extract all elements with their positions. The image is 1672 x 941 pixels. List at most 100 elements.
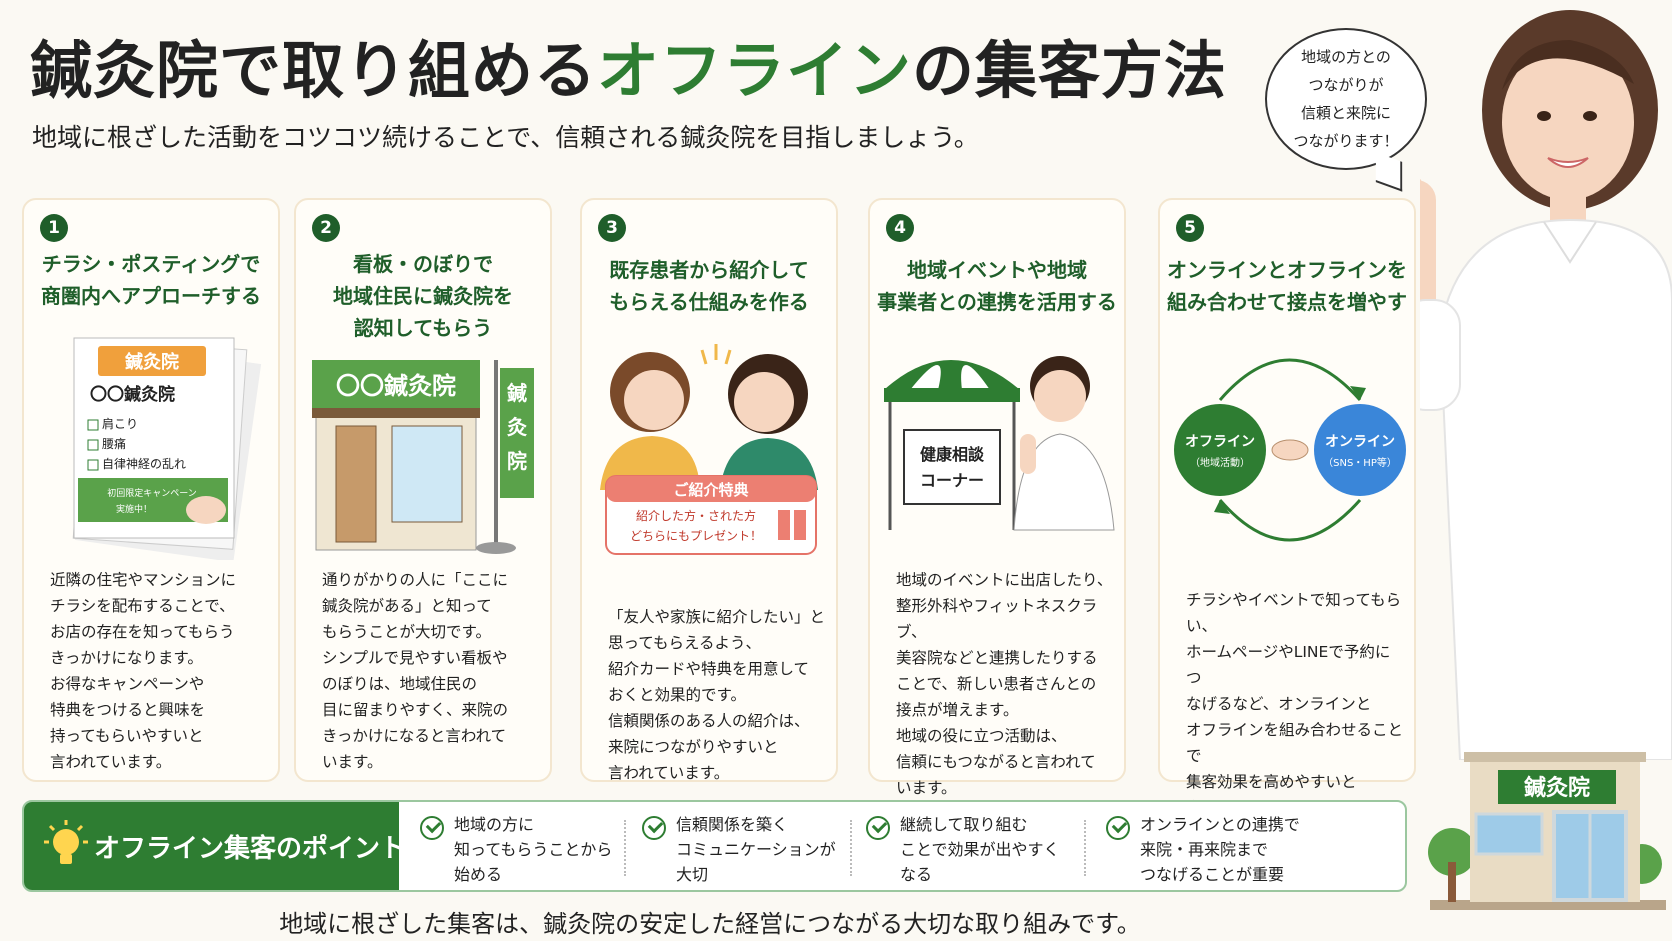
bubble-line: つながります！: [1293, 132, 1399, 150]
booth-sign: 健康相談: [920, 445, 985, 464]
divider: [1084, 820, 1086, 876]
card-body-line: 紹介カードや特典を用意して: [608, 660, 810, 678]
card-title: 看板・のぼりで地域住民に鍼灸院を認知してもらう: [302, 248, 544, 344]
card-body-line: 信頼関係のある人の紹介は、: [608, 712, 810, 730]
card-title-line: 地域イベントや地域: [907, 258, 1087, 282]
title-highlight: オフライン: [597, 34, 913, 107]
referral-illustration: ご紹介特典 紹介した方・された方 どちらにもプレゼント！: [600, 344, 818, 555]
card-title-line: 組み合わせて接点を増やす: [1167, 290, 1407, 314]
card-body: 通りがかりの人に「ここに鍼灸院がある」と知ってもらうことが大切です。シンプルで見…: [322, 567, 540, 775]
card-body-line: チラシを配布することで、: [50, 597, 235, 615]
card-body-line: 通りがかりの人に「ここに: [322, 571, 509, 589]
card-title-line: 既存患者から紹介して: [609, 258, 809, 282]
points-bar: オフライン集客のポイント 地域の方に 知ってもらうことから 始める 信頼関係を築…: [22, 800, 1407, 892]
card-title: 既存患者から紹介してもらえる仕組みを作る: [588, 254, 830, 318]
point-line: 継続して取り組む: [900, 815, 1028, 834]
flyer-check: 肩こり: [102, 416, 138, 431]
card-body-line: チラシやイベントで知ってもらい、: [1186, 591, 1402, 635]
card-title-line: もらえる仕組みを作る: [609, 290, 809, 314]
card-body-line: 集客効果を高めやすいと: [1186, 773, 1357, 791]
card-body-line: きっかけになります。: [50, 649, 203, 667]
card-body-line: 接点が増えます。: [896, 701, 1019, 719]
card-title-line: 地域住民に鍼灸院を: [333, 284, 513, 308]
point-line: 始める: [454, 865, 503, 884]
card-body-line: 「友人や家族に紹介したい」と: [608, 608, 826, 626]
step-number-badge: 5: [1176, 214, 1204, 242]
card-body-line: シンプルで見やすい看板や: [322, 649, 508, 667]
card-body-line: なげるなど、オンラインと: [1186, 695, 1372, 713]
card-body-line: 思ってもらえるよう、: [608, 634, 761, 652]
method-card-5: 5 オンラインとオフラインを組み合わせて接点を増やす オフライン （地域活動） オ…: [1158, 198, 1416, 817]
divider: [624, 820, 626, 876]
divider: [850, 820, 852, 876]
card-body-line: 地域のイベントに出店したり、: [896, 571, 1113, 589]
card-title-line: 商圏内へアプローチする: [41, 284, 261, 308]
benefit-text: どちらにもプレゼント！: [630, 529, 762, 543]
card-title-line: 認知してもらう: [353, 316, 493, 340]
card-title-line: 看板・のぼりで: [353, 252, 493, 276]
clinic-building-illustration: 鍼灸院: [1428, 752, 1666, 910]
point-line: つなげることが重要: [1140, 865, 1285, 884]
point-line: オンラインとの連携で: [1140, 815, 1300, 834]
cycle-illustration: オフライン （地域活動） オンライン （SNS・HP等）: [1174, 358, 1406, 542]
benefit-text: 紹介した方・された方: [636, 508, 756, 523]
card-body-line: ホームページやLINEで予約につ: [1186, 643, 1391, 687]
offline-sub: （地域活動）: [1190, 456, 1250, 469]
footer-message: 地域に根ざした集客は、鍼灸院の安定した経営につながる大切な取り組みです。: [279, 910, 1141, 938]
flyer-tag: 鍼灸院: [125, 351, 179, 373]
page-subtitle: 地域に根ざした活動をコツコツ続けることで、信頼される鍼灸院を目指しましょう。: [32, 123, 979, 152]
method-card-3: 3 既存患者から紹介してもらえる仕組みを作る ご紹介特典 紹介した方・された方 ど…: [580, 198, 838, 782]
check-icon: [1106, 816, 1130, 840]
title-part2: の集客方法: [912, 34, 1228, 107]
card-body-line: きっかけになると言われて: [322, 727, 507, 745]
card-body-line: います。: [896, 779, 957, 797]
banner-char: 灸: [507, 415, 527, 439]
step-number-badge: 3: [598, 214, 626, 242]
card-title: オンラインとオフラインを組み合わせて接点を増やす: [1166, 254, 1408, 318]
speech-bubble: 地域の方との つながりが 信頼と来院に つながります！: [1265, 28, 1427, 170]
point-item: オンラインとの連携で 来院・再来院まで つなげることが重要: [1106, 812, 1300, 887]
card-body-line: お店の存在を知ってもらう: [50, 623, 235, 641]
card-body-line: オフラインを組み合わせることで: [1186, 721, 1404, 765]
card-title: チラシ・ポスティングで商圏内へアプローチする: [30, 248, 272, 312]
store-sign: 〇〇鍼灸院: [336, 372, 456, 400]
flyer-check: 自律神経の乱れ: [102, 457, 186, 471]
check-icon: [642, 816, 666, 840]
event-tent-illustration: 健康相談 コーナー: [884, 356, 1115, 531]
online-sub: （SNS・HP等）: [1323, 456, 1397, 469]
point-line: 来院・再来院まで: [1140, 840, 1269, 859]
staff-person-illustration: [1420, 10, 1672, 760]
card-body-line: 持ってもらいやすいと: [50, 727, 204, 745]
card-body-line: ことで、新しい患者さんとの: [896, 675, 1097, 693]
point-item: 継続して取り組む ことで効果が出やすく なる: [866, 812, 1060, 887]
card-title-line: オンラインとオフラインを: [1167, 258, 1407, 282]
point-item: 地域の方に 知ってもらうことから 始める: [420, 812, 612, 887]
step-number-badge: 2: [312, 214, 340, 242]
point-item: 信頼関係を築く コミュニケーションが 大切: [642, 812, 836, 887]
title-part1: 鍼灸院で取り組める: [30, 34, 598, 107]
card-body-line: おくと効果的です。: [608, 686, 746, 704]
online-label: オンライン: [1325, 434, 1395, 450]
storefront-illustration: 〇〇鍼灸院 鍼 灸 院: [312, 360, 534, 554]
card-body-line: もらうことが大切です。: [322, 623, 491, 641]
clinic-sign: 鍼灸院: [1524, 775, 1590, 801]
card-body: 近隣の住宅やマンションにチラシを配布することで、お店の存在を知ってもらうきっかけ…: [50, 567, 268, 775]
booth-sign: コーナー: [920, 471, 984, 490]
card-body-line: 近隣の住宅やマンションに: [50, 571, 237, 589]
benefit-title: ご紹介特典: [673, 481, 748, 499]
point-line: 大切: [676, 865, 709, 884]
lightbulb-icon: [44, 820, 88, 864]
check-icon: [866, 816, 890, 840]
card-body-line: 美容院などと連携したりする: [896, 649, 1098, 667]
bubble-line: つながりが: [1308, 76, 1384, 94]
card-body-line: 言われています。: [608, 764, 730, 782]
card-body: 地域のイベントに出店したり、整形外科やフィットネスクラブ、美容院などと連携したり…: [896, 567, 1114, 801]
card-body-line: 鍼灸院がある」と知って: [322, 597, 492, 615]
banner-char: 鍼: [507, 381, 527, 405]
card-body: 「友人や家族に紹介したい」と思ってもらえるよう、紹介カードや特典を用意しておくと…: [608, 604, 826, 786]
point-line: ことで効果が出やすく: [900, 840, 1060, 859]
card-body-line: 特典をつけると興味を: [50, 701, 206, 719]
card-title-line: チラシ・ポスティングで: [41, 252, 261, 276]
